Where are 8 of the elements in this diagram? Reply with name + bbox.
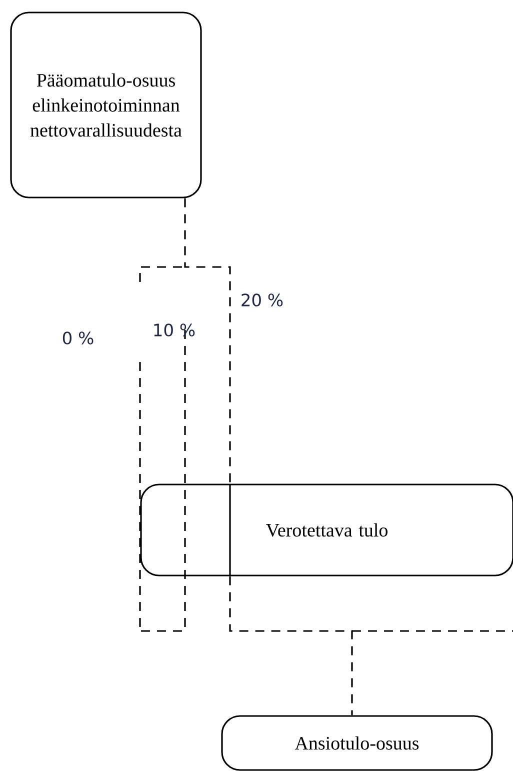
percent-label: 0 % bbox=[62, 332, 94, 344]
percent-label: 10 % bbox=[154, 324, 195, 336]
process-box: Verotettava tulo bbox=[140, 484, 513, 576]
percent-label: 20 % bbox=[242, 294, 283, 306]
process-box: Ansiotulo-osuus bbox=[221, 715, 493, 771]
dashed-connector bbox=[184, 198, 231, 484]
process-box: Pääomatulo-osuus elinkeinotoiminnan nettovarallisuudesta bbox=[10, 12, 202, 198]
dashed-connector bbox=[229, 576, 353, 716]
